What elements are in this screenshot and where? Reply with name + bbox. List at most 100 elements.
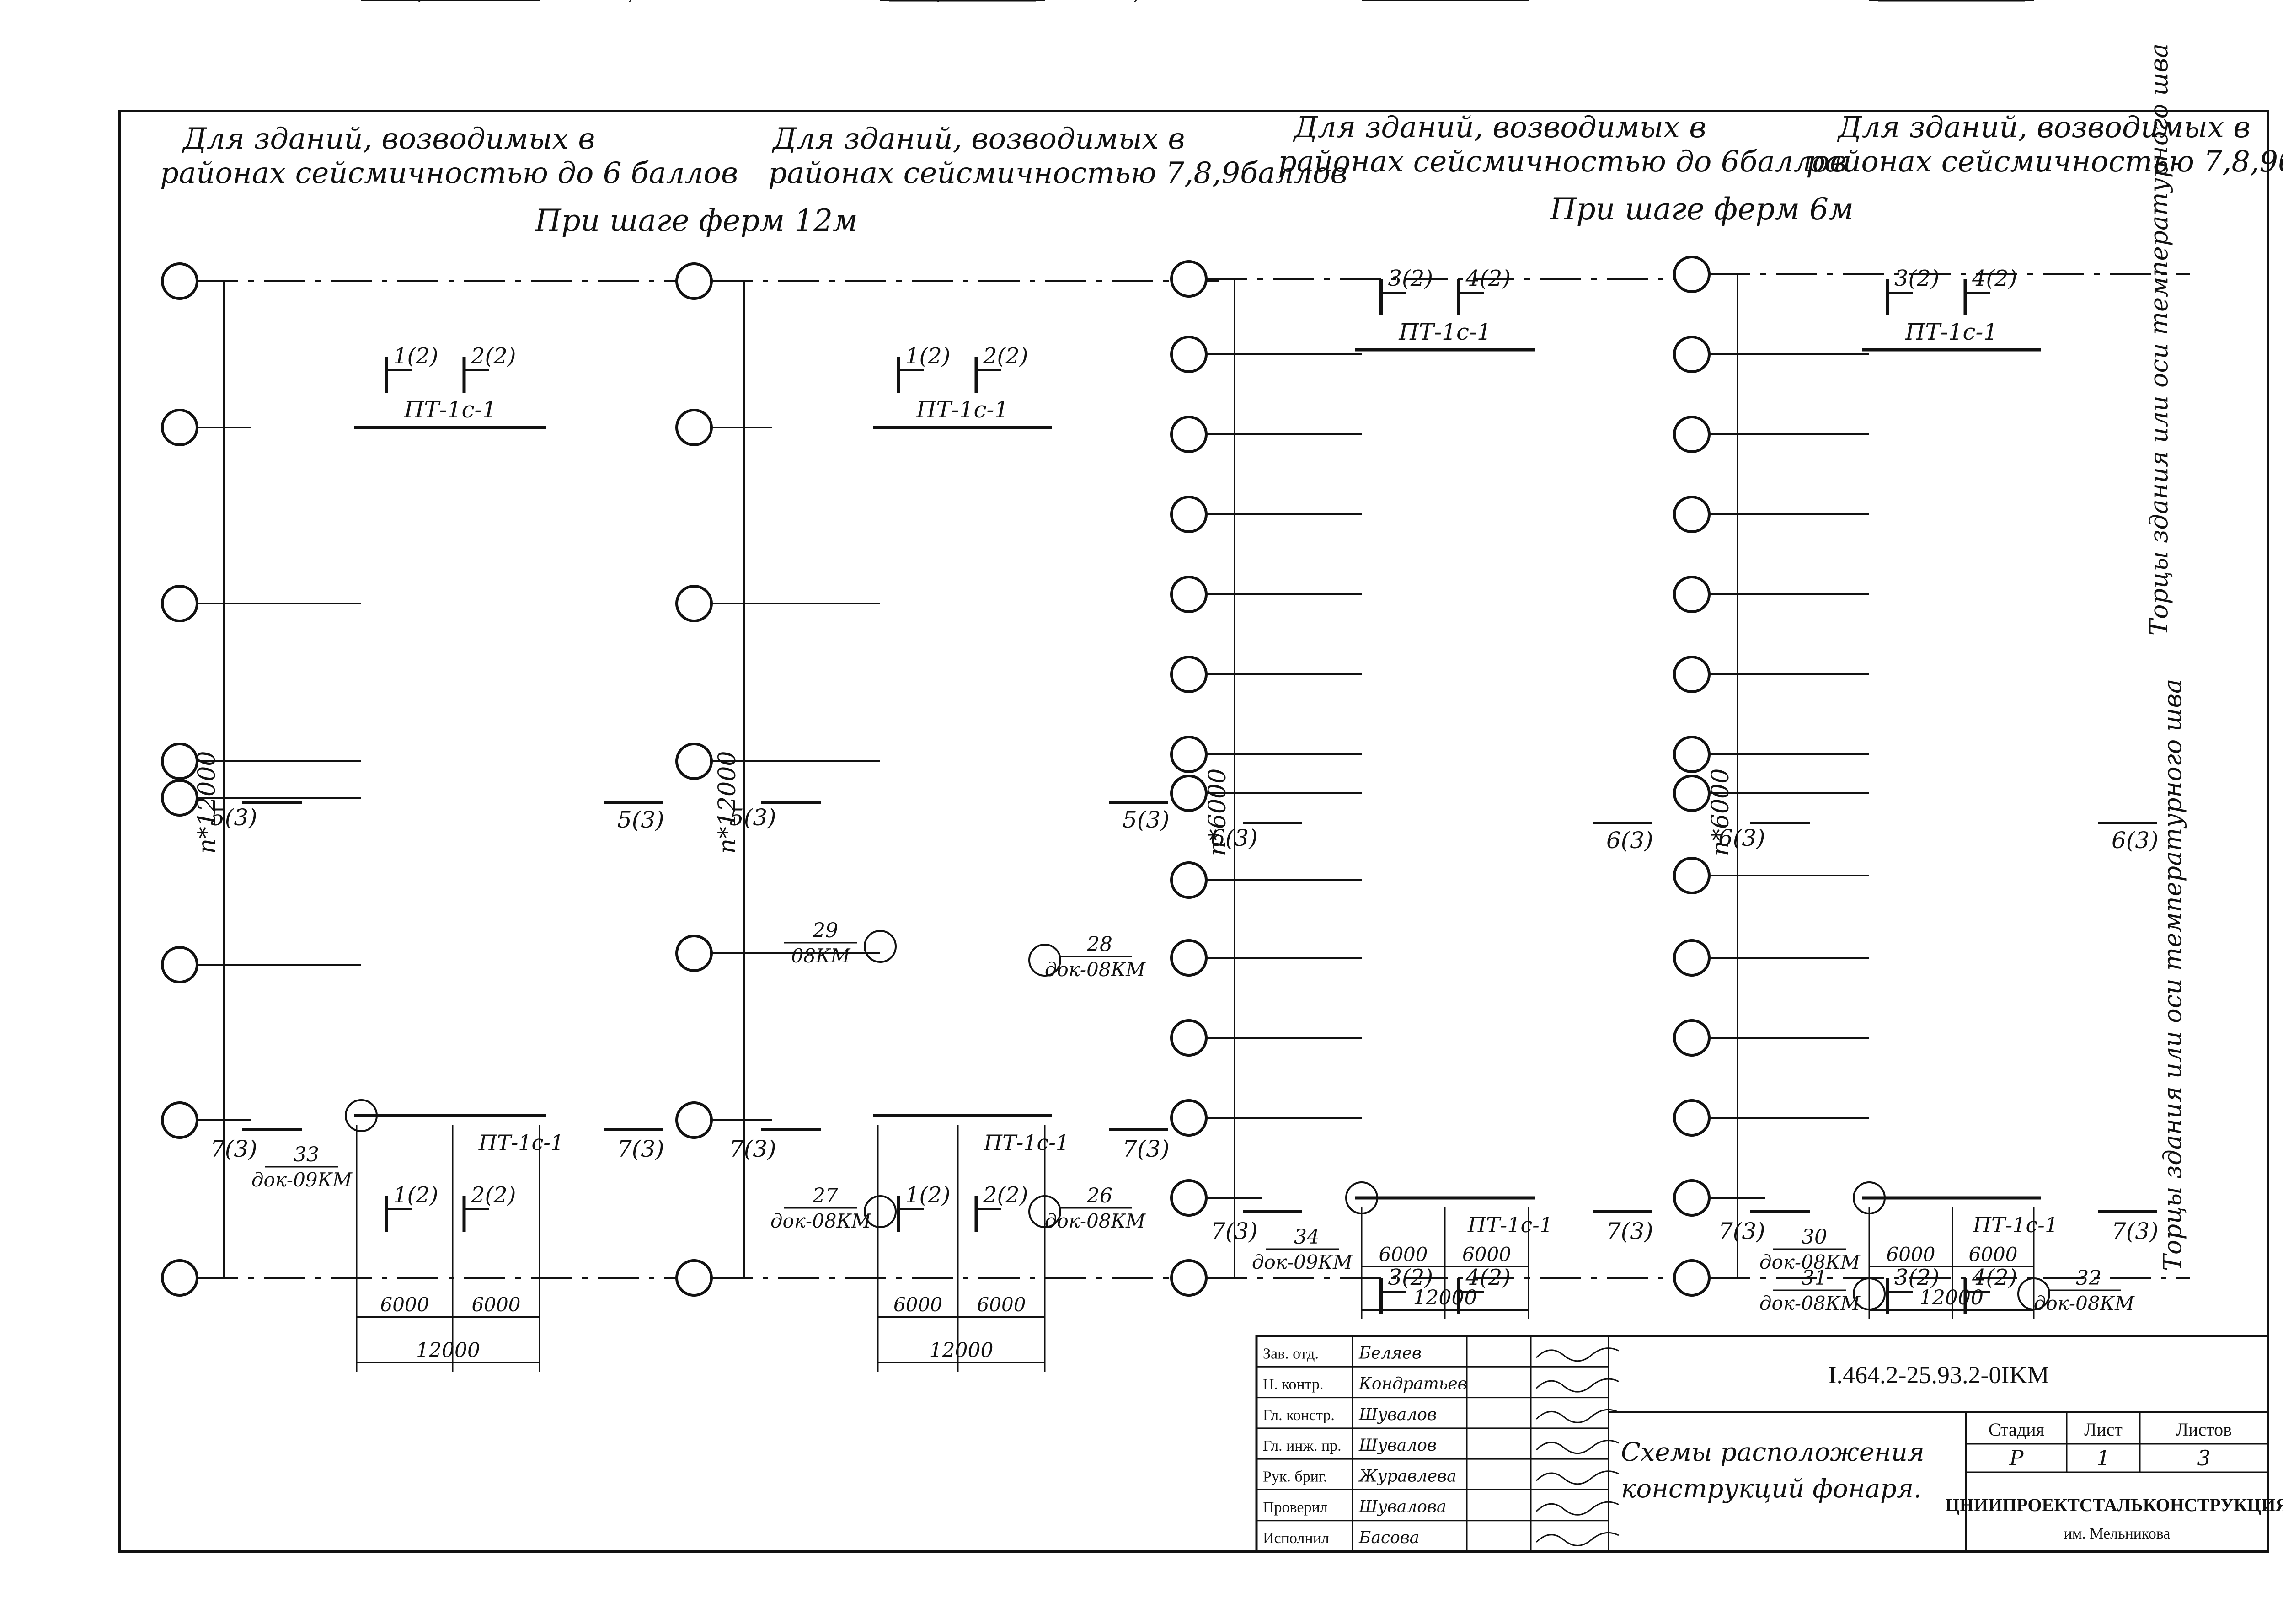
axis-bubble [675, 935, 713, 972]
bay-center-label: П [1919, 0, 1934, 4]
axis-bubble [1170, 656, 1208, 693]
axis-bubble [1170, 775, 1208, 812]
callout-reference: док-08КМ [2034, 1292, 2135, 1314]
callout-circle [2017, 1277, 2050, 1310]
bay-center-label: П [1412, 0, 1427, 4]
frame-label: ФФ-1с-1 [1957, 0, 2026, 4]
side-panel-right-label: ФП-2с-1 [2054, 0, 2123, 4]
brace-label: Б2 [1969, 0, 1992, 4]
section-mid-right-label: 6(3) [1606, 827, 1653, 854]
brace-label: Б2 [1981, 0, 2004, 4]
frame-label: ФФ-1с-1 [1451, 0, 1519, 4]
side-panel-right-label: ФП-2с-1 [2054, 0, 2123, 4]
section-top-a-label: 3(2) [1894, 266, 1940, 291]
side-panel-right-label: ФП-2с-2 [1549, 0, 1618, 4]
side-panel-right-label: ФП-1с-2;ФП-3с-2 [1065, 0, 1209, 4]
bay-1: ФП-1с-2;ФП-3с-2ФП-1с-2;ФП-3с-2ПРФФ-1с-1Б… [868, 0, 1209, 4]
axis-bubble [161, 1101, 198, 1139]
bay-center-label: ПР [930, 0, 956, 4]
side-panel-right-label: ФП-1с-1;ФП-3с-1 [560, 0, 704, 4]
side-label-lower-text: Торцы здания или оси температурного шва [2158, 679, 2187, 1271]
section-low-right-label: 7(3) [1606, 1218, 1653, 1245]
sheet-border [118, 110, 2269, 1553]
callout-number: 30 [1802, 1225, 1827, 1249]
frame-label: ФФ-1с-1 [1957, 0, 2026, 4]
frame-label: ФФ-1с-1 [1957, 0, 2026, 4]
signature-4 [1535, 1440, 1619, 1454]
frame-label: ФФ-1с-1 [1451, 0, 1519, 4]
side-panel-left-label: ФП-2с-1 [1857, 0, 1927, 4]
organization-sub: им. Мельникова [2064, 1525, 2171, 1542]
document-code: I.464.2-25.93.2-0IKM [1829, 1361, 2049, 1389]
bay-center-label: П [1412, 0, 1427, 4]
axis-bubble [1170, 1099, 1208, 1137]
bay-4: ФП-2с-1ФП-2с-1ПФФ-1с-1 [1857, 0, 2123, 4]
axis-bubble [1170, 336, 1208, 373]
callout-reference: 08КМ [791, 945, 851, 967]
brace-label: Б2 [1898, 0, 1921, 4]
bay-8: ФП-2с-1ФП-2с-1ПФФ-1с-1 [1857, 0, 2123, 4]
drawing-title-line2: конструкций фонаря. [1621, 1474, 1922, 1504]
section-mid-left-label: 6(3) [1718, 825, 1765, 851]
brace-label: Б2 [1981, 0, 2004, 4]
joint-frame-label: ФФ-1с-1 [1956, 0, 2025, 4]
brace-label: Б1 [992, 0, 1015, 4]
frame-label: ФФ-1с-1 [456, 0, 524, 4]
side-panel-right-label: ФП-2с-1 [1549, 0, 1618, 4]
dim-value-2: 6000 [1969, 1243, 2018, 1266]
top-truss-label: ПТ-1с-1 [1905, 319, 1998, 345]
bay-9: ФП-2с-1ФП-2с-1ПФФ-1с-1Б2Б2Б2Б2 [1857, 0, 2123, 4]
brace-label: Б2 [1898, 0, 1921, 4]
bay-8: ФП-2с-1ФП-2с-1ПФФ-1с-1 [1350, 0, 1618, 4]
side-panel-left-label: ФП-2с-1 [1857, 0, 1927, 4]
side-panel-left-label: ФП-2с-1 [1857, 0, 1927, 4]
side-panel-right-label: ФП-2с-1 [1549, 0, 1618, 4]
bay-center-label: П [1919, 0, 1934, 4]
side-panel-right-label: ФП-2с-1 [2054, 0, 2123, 4]
frame-label: ФФ-1с-1 [968, 0, 1037, 4]
bay-center-label: П [1919, 0, 1934, 4]
signature-2 [1535, 1378, 1619, 1393]
side-panel-left-label: ФП-2с-1 [1857, 0, 1927, 4]
bay-10: ФП-2с-2ФП-2с-2ПФФ-1с-1 [1350, 0, 1618, 4]
axis-bubble [1170, 496, 1208, 533]
axis-bubble [1673, 1259, 1711, 1297]
scheme-1: n*12000ПТ-1с-1ПТ-1с-1ФП-1с-2;ФП-3с-2ФП-1… [161, 0, 713, 1372]
axis-bubble [1673, 857, 1711, 894]
bay-2: ФП-2с-1ФП-2с-1ПФФ-1с-1 [1350, 0, 1618, 4]
axis-bubble [1170, 576, 1208, 613]
axis-bubble [675, 262, 713, 300]
section-top-b-label: 4(2) [1972, 266, 2017, 291]
role-7: Исполнил [1263, 1530, 1329, 1547]
dim-value-1: 6000 [1887, 1243, 1935, 1266]
role-6: Проверил [1263, 1499, 1328, 1516]
step-label-12m: При шаге ферм 12м [535, 203, 858, 238]
callout-circle [864, 930, 897, 963]
frame-label: ФФ-1с-1 [968, 0, 1037, 4]
person-4: Шувалов [1358, 1436, 1437, 1455]
brace-label: Б1 [909, 0, 932, 4]
section-bottom-a-label: 3(2) [1894, 1265, 1940, 1290]
brace-label: Б2 [1912, 0, 1935, 4]
bay-5: ФП-2с-1ФП-2с-1ПФФ-1с-1 [1350, 0, 1618, 4]
frame-label: ФФ-1с-1 [456, 0, 524, 4]
joint-frame-label: ФФ-1с-1 [967, 0, 1036, 4]
callout-number: 26 [1086, 1184, 1112, 1207]
side-panel-left-label: ФП-1с-2;ФП-3с-2 [349, 0, 493, 4]
frame-label: ФФ-1с-1 [1451, 0, 1519, 4]
bay-4: ФП-2с-1ФП-2с-1ПФФ-1с-1 [1350, 0, 1618, 4]
dim-value-2: 6000 [1462, 1243, 1511, 1266]
header-4-line2: районах сейсмичностью 7,8,9баллов [1806, 145, 2283, 179]
role-2: Н. контр. [1263, 1376, 1323, 1393]
side-panel-right-label: ФП-2с-1 [1549, 0, 1618, 4]
bay-center-label: ПР [415, 0, 441, 4]
step-label-6m: При шаге ферм 6м [1550, 192, 1854, 227]
side-panel-right-label: ФП-1с-1;ФП-3с-1 [1065, 0, 1209, 4]
section-mid-left-label: 5(3) [729, 804, 776, 831]
axis-bubble [161, 585, 198, 622]
bottom-truss-label: ПТ-1с-1 [1973, 1213, 2058, 1237]
scheme-3: n*6000ПТ-1с-1ПТ-1с-1ФП-2с-2ФП-2с-2ПФФ-1с… [1170, 0, 1702, 1319]
callout-number: 27 [812, 1184, 838, 1207]
side-panel-right-label: ФП-2с-2 [2054, 0, 2123, 4]
bay-center-label: П [1412, 0, 1427, 4]
